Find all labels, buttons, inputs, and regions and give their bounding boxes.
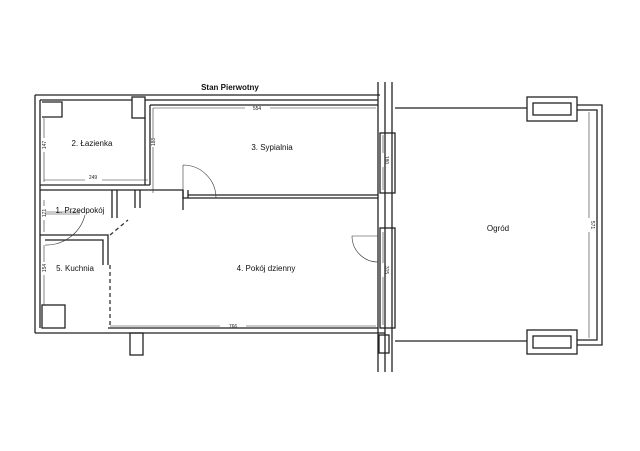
room-label-lazienka: 2. Łazienka (72, 139, 113, 148)
dim-147: 147 (42, 141, 48, 150)
plan-title: Stan Pierwotny (201, 83, 259, 92)
room-label-kuchnia: 5. Kuchnia (56, 264, 94, 273)
room-label-pokoj-dzienny: 4. Pokój dzienny (237, 264, 296, 273)
garden (395, 96, 603, 355)
dim-249: 249 (89, 175, 98, 181)
dim-571: 571 (589, 221, 595, 230)
room-labels: 2. Łazienka 3. Sypialnia 1. Przedpokój 5… (56, 139, 510, 273)
room-label-ogrod: Ogród (487, 224, 509, 233)
dim-171: 171 (42, 209, 48, 218)
room-label-sypialnia: 3. Sypialnia (251, 143, 293, 152)
hall-door (44, 214, 86, 246)
room-label-przedpokoj: 1. Przedpokój (56, 206, 105, 215)
living-door (351, 235, 379, 263)
dim-554: 554 (253, 106, 262, 112)
dim-180: 180 (383, 156, 389, 165)
dim-154: 154 (42, 264, 48, 273)
dim-766: 766 (229, 324, 238, 330)
bedroom-door (182, 164, 217, 199)
dim-315: 315 (383, 266, 389, 275)
dim-188: 188 (151, 138, 157, 147)
living-window (379, 227, 396, 329)
dimension-lines (43, 107, 590, 338)
dimension-labels: 554 249 766 147 188 180 171 154 315 571 (42, 106, 595, 330)
walls (34, 82, 396, 372)
bedroom-window (379, 132, 396, 194)
